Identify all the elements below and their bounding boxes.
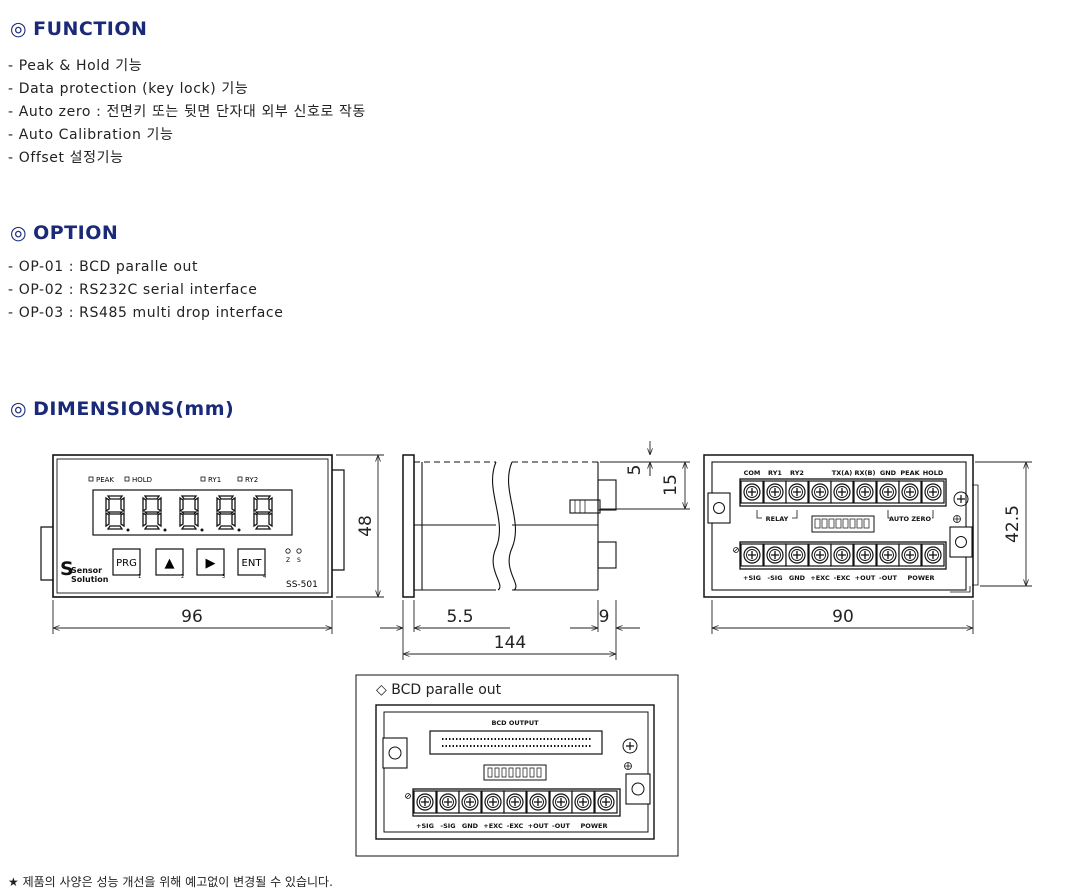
bcd-label-gnd: GND bbox=[462, 822, 479, 830]
auto-zero-label: AUTO ZERO bbox=[889, 515, 931, 523]
right-button: ▶ 3 bbox=[196, 548, 225, 580]
svg-text:S: S bbox=[60, 558, 74, 580]
indicator-ry1: RY1 bbox=[208, 476, 221, 484]
terminal-label-tx: TX(A) bbox=[832, 469, 852, 477]
dim-5-5: 5.5 bbox=[446, 607, 473, 627]
rear-dip-switch bbox=[811, 515, 875, 533]
svg-text:Sensor: Sensor bbox=[71, 566, 102, 575]
bcd-title: ◇ BCD paralle out bbox=[376, 682, 502, 698]
terminal-label-rx: RX(B) bbox=[855, 469, 876, 477]
option-title: ◎OPTION bbox=[10, 222, 118, 244]
rear-view bbox=[703, 454, 979, 598]
terminal-label-gnd: GND bbox=[880, 469, 897, 477]
terminal-label-peak: PEAK bbox=[900, 469, 920, 477]
terminal-label-minus-exc: -EXC bbox=[834, 574, 851, 582]
list-item: - Auto zero : 전면키 또는 뒷면 단자대 외부 신호로 작동 bbox=[8, 104, 366, 120]
bcd-label-minus-exc: -EXC bbox=[507, 822, 524, 830]
double-circle-icon: ◎ bbox=[10, 18, 28, 40]
terminal-label-plus-out: +OUT bbox=[855, 574, 876, 582]
side-dimensions bbox=[380, 441, 690, 660]
up-arrow-icon: ▲ bbox=[165, 556, 175, 571]
front-view: PEAK HOLD RY1 RY2 PRG 1 ▲ 2 ▶ 3 bbox=[40, 454, 345, 598]
option-title-text: OPTION bbox=[33, 222, 119, 244]
list-item: - OP-03 : RS485 multi drop interface bbox=[8, 305, 284, 321]
svg-text:3: 3 bbox=[222, 574, 225, 580]
indicator-hold: HOLD bbox=[132, 476, 152, 484]
bcd-label-plus-sig: +SIG bbox=[416, 822, 434, 830]
list-item: - Data protection (key lock) 기능 bbox=[8, 81, 249, 97]
list-item: - OP-02 : RS232C serial interface bbox=[8, 282, 258, 298]
dim-144: 144 bbox=[494, 633, 526, 653]
relay-label: RELAY bbox=[766, 515, 789, 523]
bcd-label-plus-exc: +EXC bbox=[483, 822, 503, 830]
double-circle-icon: ◎ bbox=[10, 222, 28, 244]
list-item: - Offset 설정기능 bbox=[8, 150, 124, 166]
dim-9: 9 bbox=[599, 607, 610, 627]
terminal-label-com: COM bbox=[744, 469, 761, 477]
rear-bottom-terminal-block: +SIG -SIG GND +EXC -EXC +OUT -OUT POWER bbox=[739, 541, 947, 582]
list-item: - OP-01 : BCD paralle out bbox=[8, 259, 199, 275]
svg-text:4: 4 bbox=[263, 574, 266, 580]
dim-15: 15 bbox=[661, 474, 681, 496]
up-button: ▲ 2 bbox=[155, 548, 184, 580]
ent-button: ENT 4 bbox=[237, 548, 266, 580]
terminal-label-power: POWER bbox=[908, 574, 935, 582]
svg-text:Solution: Solution bbox=[71, 575, 109, 584]
dim-rear-height: 42.5 bbox=[1003, 505, 1023, 543]
bcd-label-plus-out: +OUT bbox=[528, 822, 549, 830]
svg-text:Z: Z bbox=[286, 557, 290, 564]
terminal-label-ry2: RY2 bbox=[790, 469, 804, 477]
terminal-label-hold: HOLD bbox=[923, 469, 944, 477]
ent-button-label: ENT bbox=[242, 558, 263, 569]
seven-segment-display bbox=[92, 489, 293, 536]
function-title-text: FUNCTION bbox=[33, 18, 148, 40]
front-dimensions bbox=[52, 454, 384, 634]
svg-text:1: 1 bbox=[138, 574, 141, 580]
spec-change-footnote: ★ 제품의 사양은 성능 개선을 위해 예고없이 변경될 수 있습니다. bbox=[8, 875, 333, 889]
function-list: - Peak & Hold 기능 - Data protection (key … bbox=[8, 55, 366, 170]
model-label: SS-501 bbox=[286, 580, 318, 590]
terminal-label-minus-sig: -SIG bbox=[767, 574, 782, 582]
sensor-solution-logo: S Sensor Solution bbox=[60, 558, 109, 584]
terminal-label-gnd: GND bbox=[789, 574, 806, 582]
svg-text:S: S bbox=[297, 557, 301, 564]
prg-button-label: PRG bbox=[116, 558, 137, 569]
indicator-ry2: RY2 bbox=[245, 476, 258, 484]
rear-dimensions bbox=[711, 461, 1032, 634]
dimensions-title-text: DIMENSIONS(mm) bbox=[33, 398, 235, 420]
function-title: ◎FUNCTION bbox=[10, 18, 147, 40]
bcd-label-minus-out: -OUT bbox=[552, 822, 571, 830]
option-list: - OP-01 : BCD paralle out - OP-02 : RS23… bbox=[8, 256, 283, 325]
list-item: - Auto Calibration 기능 bbox=[8, 127, 174, 143]
prg-button: PRG 1 bbox=[112, 548, 141, 580]
side-view bbox=[402, 454, 617, 598]
dimensions-title: ◎DIMENSIONS(mm) bbox=[10, 398, 234, 420]
bcd-option-view: ◇ BCD paralle out BCD OUTPUT +SIG -SIG G… bbox=[355, 674, 679, 857]
bcd-connector bbox=[429, 730, 603, 755]
list-item: - Peak & Hold 기능 bbox=[8, 58, 143, 74]
bcd-label-minus-sig: -SIG bbox=[440, 822, 455, 830]
bcd-label-power: POWER bbox=[581, 822, 608, 830]
indicator-peak: PEAK bbox=[96, 476, 114, 484]
terminal-label-plus-exc: +EXC bbox=[810, 574, 830, 582]
right-arrow-icon: ▶ bbox=[206, 556, 216, 571]
dim-front-height: 48 bbox=[356, 515, 376, 537]
terminal-label-minus-out: -OUT bbox=[879, 574, 898, 582]
rear-top-terminal-block: COM RY1 RY2 TX(A) RX(B) GND PEAK HOLD RE… bbox=[739, 469, 947, 523]
bcd-output-label: BCD OUTPUT bbox=[491, 719, 539, 727]
dim-front-width: 96 bbox=[181, 607, 203, 627]
terminal-label-ry1: RY1 bbox=[768, 469, 782, 477]
svg-text:2: 2 bbox=[181, 574, 184, 580]
double-circle-icon: ◎ bbox=[10, 398, 28, 420]
dim-rear-width: 90 bbox=[832, 607, 854, 627]
dim-5: 5 bbox=[625, 465, 645, 476]
terminal-label-plus-sig: +SIG bbox=[743, 574, 761, 582]
